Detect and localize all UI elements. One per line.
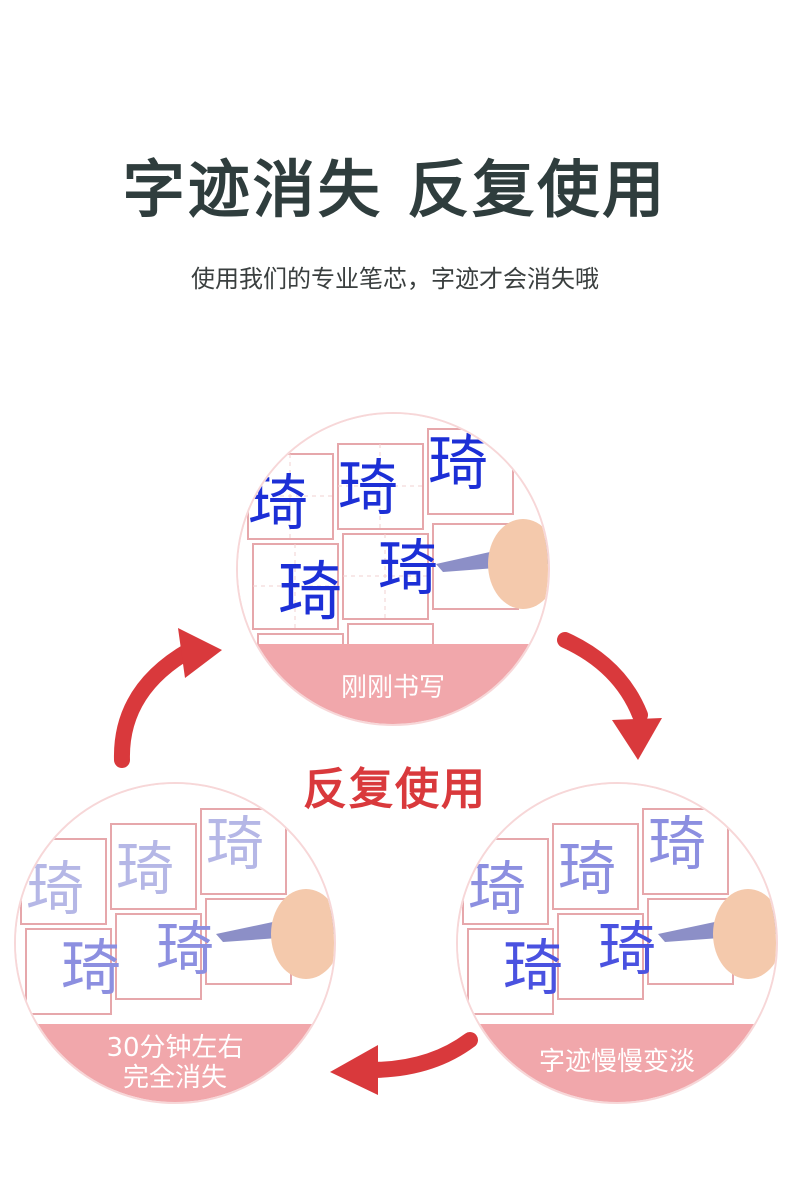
step-caption: 刚刚书写 xyxy=(340,673,445,703)
page-title: 字迹消失 反复使用 xyxy=(122,153,668,226)
practice-char: 琦 xyxy=(156,915,214,983)
practice-char: 琦 xyxy=(116,835,174,903)
practice-char: 琦 xyxy=(428,429,488,499)
arrow-icon-right xyxy=(557,632,648,723)
practice-char: 琦 xyxy=(378,534,438,604)
practice-char: 琦 xyxy=(206,810,264,878)
practice-char: 琦 xyxy=(503,934,563,1004)
step-caption-line1: 30分钟左右 xyxy=(106,1033,244,1063)
pen-and-hand-icon xyxy=(216,889,334,979)
practice-char: 琦 xyxy=(558,835,616,903)
page-subtitle: 使用我们的专业笔芯，字迹才会消失哦 xyxy=(191,265,599,293)
pen-and-hand-icon xyxy=(658,889,776,979)
step-caption-line2: 完全消失 xyxy=(122,1063,227,1093)
practice-char: 琦 xyxy=(248,469,308,539)
arrowhead-bottom xyxy=(330,1045,378,1095)
arrow-icon-bottom xyxy=(362,1032,478,1078)
practice-char: 琦 xyxy=(598,915,656,983)
practice-sheet-illustration: 琦 琦 琦 琦 琦 xyxy=(238,414,548,724)
practice-char: 琦 xyxy=(61,934,121,1004)
practice-char: 琦 xyxy=(338,454,398,524)
practice-char: 琦 xyxy=(468,855,526,923)
step-circle-disappeared: 琦 琦 琦 琦 琦 30分钟左右 完全消失 xyxy=(14,782,336,1104)
practice-sheet-illustration: 琦 琦 琦 琦 琦 xyxy=(16,784,334,1102)
practice-char: 琦 xyxy=(278,556,342,630)
practice-char: 琦 xyxy=(648,810,706,878)
pen-and-hand-icon xyxy=(436,519,548,609)
practice-sheet-illustration: 琦 琦 琦 琦 琦 xyxy=(458,784,776,1102)
arrow-icon-top-left xyxy=(113,642,198,768)
step-circle-fading: 琦 琦 琦 琦 琦 字迹慢慢变淡 xyxy=(456,782,778,1104)
practice-char: 琦 xyxy=(26,855,84,923)
step-circle-just-written: 琦 琦 琦 琦 琦 刚刚书写 xyxy=(236,412,550,726)
arrowhead-top-left xyxy=(178,628,222,678)
step-caption: 字迹慢慢变淡 xyxy=(538,1047,695,1077)
arrowhead-right xyxy=(612,718,662,760)
